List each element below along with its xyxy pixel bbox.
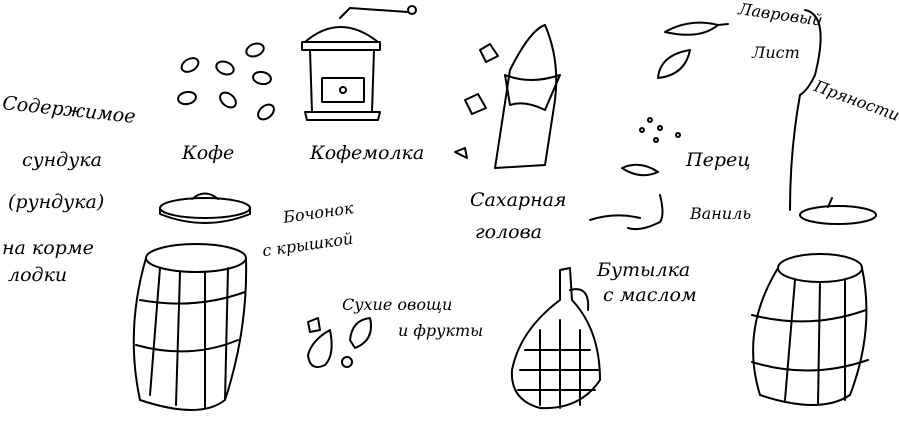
label-bottle-1: Бутылка (597, 259, 691, 281)
spices-bracket (789, 9, 822, 211)
vanilla-drawing (589, 194, 664, 231)
label-coffee: Кофе (182, 142, 235, 164)
title-line-5: лодки (8, 264, 68, 286)
label-sugar-1: Сахарная (470, 189, 567, 211)
oil-bottle-drawing (510, 267, 601, 410)
keg-lid-right-drawing (799, 197, 877, 225)
barrel-left-drawing (132, 243, 248, 411)
title-line-2: сундука (22, 149, 102, 171)
coffee-beans-drawing (177, 42, 275, 121)
label-dried-1: Сухие овощи (342, 295, 453, 314)
label-dried-2: и фрукты (398, 321, 484, 340)
dried-fruits-drawing (307, 317, 372, 368)
label-sugar-2: голова (475, 221, 542, 243)
label-pepper: Перец (686, 149, 751, 171)
label-grinder: Кофемолка (310, 142, 425, 164)
title-line-4: на корме (2, 237, 94, 259)
label-bottle-2: с маслом (603, 284, 697, 306)
barrel-right-drawing (751, 253, 869, 406)
label-bay-2: Лист (752, 43, 800, 62)
sugar-head-drawing (454, 24, 561, 169)
coffee-grinder-drawing (301, 5, 417, 121)
bay-leaves-drawing (657, 21, 729, 79)
title-line-3: (рундука) (8, 191, 105, 213)
label-vanilla: Ваниль (690, 204, 752, 223)
pepper-drawing (621, 117, 681, 177)
keg-lid-drawing (159, 192, 251, 224)
